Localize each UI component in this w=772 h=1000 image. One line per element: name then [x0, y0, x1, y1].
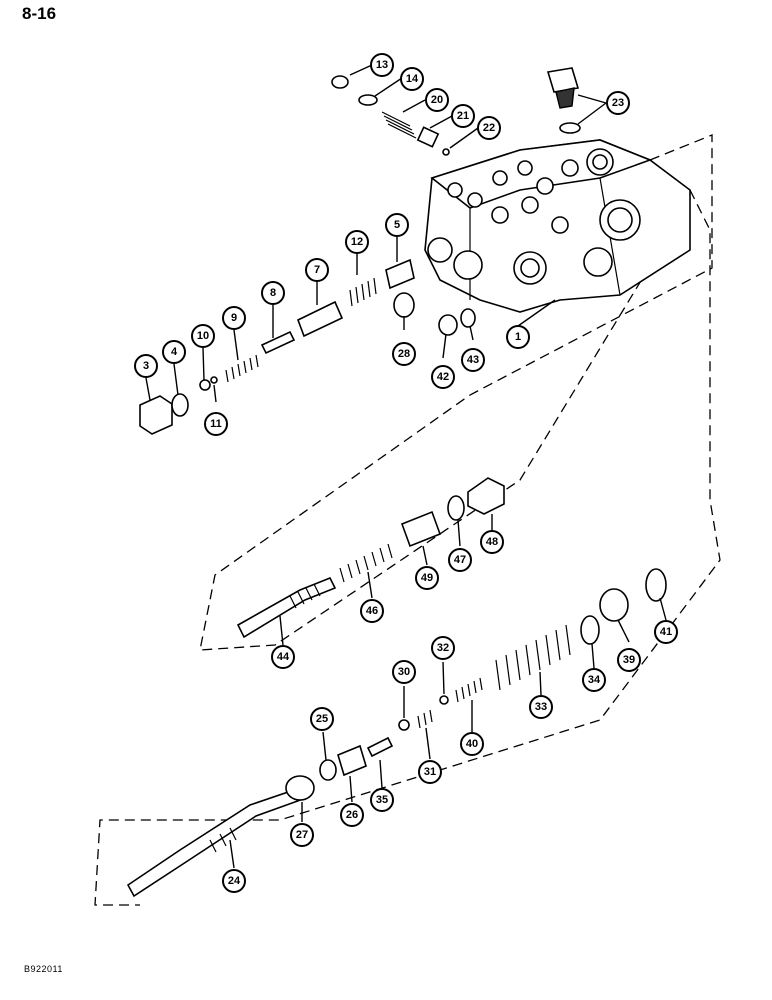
callout-label: 27 — [296, 829, 308, 841]
callout-label: 20 — [431, 94, 443, 106]
callout-46: 46 — [360, 599, 384, 623]
callout-label: 30 — [398, 666, 410, 678]
callout-label: 34 — [588, 674, 601, 686]
callout-28: 28 — [392, 342, 416, 366]
callout-5: 5 — [385, 213, 409, 237]
lower-spool-parts — [126, 568, 667, 898]
callout-30: 30 — [392, 660, 416, 684]
callout-44: 44 — [271, 645, 295, 669]
leader-lines — [145, 64, 667, 869]
callout-26: 26 — [340, 803, 364, 827]
callout-24: 24 — [222, 869, 246, 893]
callout-1: 1 — [506, 325, 530, 349]
callout-label: 47 — [454, 554, 466, 566]
callout-label: 46 — [366, 605, 378, 617]
callout-label: 44 — [277, 651, 290, 663]
callout-label: 1 — [515, 331, 521, 343]
callout-3: 3 — [134, 354, 158, 378]
callout-20: 20 — [425, 88, 449, 112]
callout-21: 21 — [451, 104, 475, 128]
middle-spool-parts — [236, 477, 505, 639]
callout-label: 49 — [421, 572, 433, 584]
callout-label: 22 — [483, 122, 495, 134]
callout-47: 47 — [448, 548, 472, 572]
callout-label: 39 — [623, 654, 635, 666]
callout-40: 40 — [460, 732, 484, 756]
callout-label: 32 — [437, 642, 449, 654]
assembly-outline-upper — [199, 134, 713, 651]
callout-39: 39 — [617, 648, 641, 672]
callout-42: 42 — [431, 365, 455, 389]
callout-label: 23 — [612, 97, 624, 109]
callout-43: 43 — [461, 348, 485, 372]
callout-23: 23 — [606, 91, 630, 115]
callout-label: 48 — [486, 536, 498, 548]
callout-label: 12 — [351, 236, 363, 248]
callout-31: 31 — [418, 760, 442, 784]
callout-label: 5 — [394, 219, 400, 231]
callout-label: 11 — [210, 418, 222, 430]
figure-code: B922011 — [24, 964, 63, 974]
callout-label: 10 — [197, 330, 209, 342]
callout-14: 14 — [400, 67, 424, 91]
callout-label: 28 — [398, 348, 410, 360]
callout-7: 7 — [305, 258, 329, 282]
callout-label: 8 — [270, 287, 276, 299]
assembly-outline-lower — [94, 189, 721, 906]
callout-33: 33 — [529, 695, 553, 719]
callout-label: 25 — [316, 713, 328, 725]
callout-35: 35 — [370, 788, 394, 812]
callout-label: 4 — [171, 346, 178, 358]
callout-label: 26 — [346, 809, 358, 821]
callout-48: 48 — [480, 530, 504, 554]
callout-label: 13 — [376, 59, 388, 71]
callout-12: 12 — [345, 230, 369, 254]
callout-34: 34 — [582, 668, 606, 692]
callout-label: 3 — [143, 360, 149, 372]
callout-label: 9 — [231, 312, 237, 324]
callout-label: 21 — [457, 110, 469, 122]
callout-label: 35 — [376, 794, 388, 806]
callout-9: 9 — [222, 306, 246, 330]
callout-label: 40 — [466, 738, 478, 750]
top-small-parts — [331, 67, 581, 156]
callout-11: 11 — [204, 412, 228, 436]
callout-label: 14 — [406, 73, 419, 85]
callout-27: 27 — [290, 823, 314, 847]
callout-label: 24 — [228, 875, 241, 887]
callout-label: 43 — [467, 354, 479, 366]
callout-32: 32 — [431, 636, 455, 660]
callout-8: 8 — [261, 281, 285, 305]
callout-label: 31 — [424, 766, 436, 778]
callout-label: 7 — [314, 264, 320, 276]
callout-label: 42 — [437, 371, 449, 383]
callout-41: 41 — [654, 620, 678, 644]
callout-49: 49 — [415, 566, 439, 590]
callout-25: 25 — [310, 707, 334, 731]
callout-label: 41 — [660, 626, 672, 638]
callout-label: 33 — [535, 701, 547, 713]
callout-22: 22 — [477, 116, 501, 140]
callout-13: 13 — [370, 53, 394, 77]
valve-body — [424, 139, 691, 313]
callout-4: 4 — [162, 340, 186, 364]
page-number: 8-16 — [22, 4, 57, 23]
callout-10: 10 — [191, 324, 215, 348]
upper-spool-parts — [139, 258, 476, 435]
